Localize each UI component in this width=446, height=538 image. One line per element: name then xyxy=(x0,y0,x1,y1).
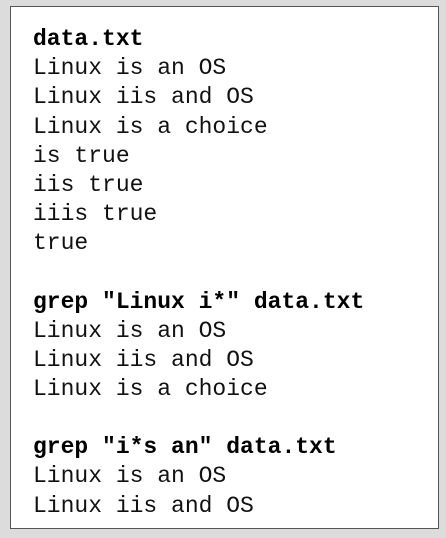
output-line: Linux iis and OS xyxy=(33,84,254,111)
output-line: Linux is a choice xyxy=(33,113,268,140)
output-line: Linux is an OS xyxy=(33,55,227,82)
output-line: iiis true xyxy=(33,201,158,228)
output-line: Linux is an OS xyxy=(33,317,227,344)
output-line: Linux is an OS xyxy=(33,463,227,490)
grep-command-block-1: grep "Linux i*" data.txt Linux is an OS … xyxy=(33,288,438,405)
output-line: Linux iis and OS xyxy=(33,346,254,373)
block-heading: grep "i*s an" data.txt xyxy=(33,434,337,461)
output-line: Linux is a choice xyxy=(33,376,268,403)
text-panel: data.txt Linux is an OS Linux iis and OS… xyxy=(10,6,439,529)
output-line: iis true xyxy=(33,171,144,198)
output-line: Linux iis and OS xyxy=(33,492,254,519)
output-line: true xyxy=(33,230,89,257)
block-heading: grep "Linux i*" data.txt xyxy=(33,288,365,315)
file-contents-block: data.txt Linux is an OS Linux iis and OS… xyxy=(33,25,438,259)
output-line: is true xyxy=(33,142,130,169)
grep-command-block-2: grep "i*s an" data.txt Linux is an OS Li… xyxy=(33,433,438,521)
block-heading: data.txt xyxy=(33,26,144,52)
